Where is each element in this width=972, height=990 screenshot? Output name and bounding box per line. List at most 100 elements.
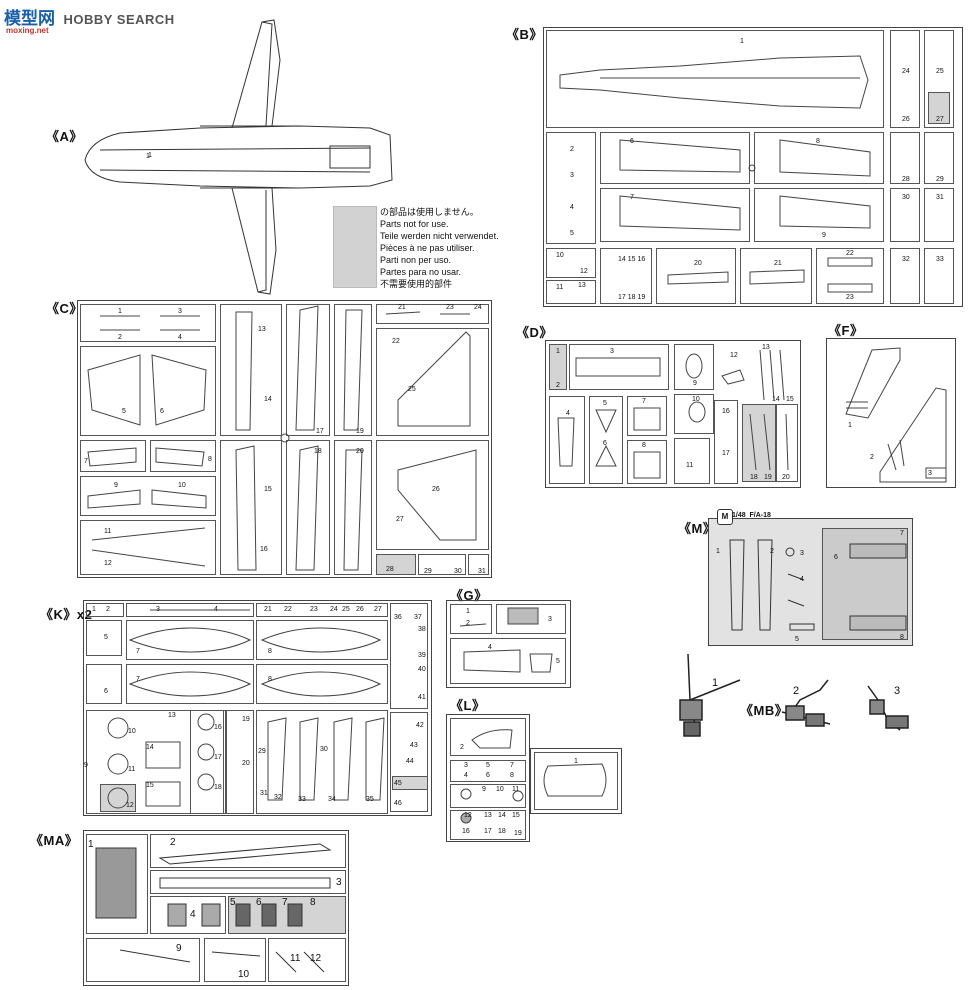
sprue-k-cell-19-20 (226, 710, 254, 814)
sprue-ma-part-4: 4 (190, 909, 196, 920)
sprue-k-cell-36-41 (390, 603, 428, 709)
sprue-d-part-10: 10 (692, 396, 700, 403)
sprue-k-part-3: 3 (156, 606, 160, 613)
sprue-b-cell-14-19 (600, 248, 652, 304)
sprue-c-part-27: 27 (396, 516, 404, 523)
sprue-b-cell-10-12 (546, 248, 596, 278)
sprue-k-part-36: 36 (394, 614, 402, 621)
sprue-k-part-14: 14 (146, 744, 154, 751)
sprue-mb-part-2: 2 (793, 685, 800, 697)
sprue-d-cell-1-2-shaded (549, 344, 567, 390)
sprue-c-cell-1-4 (80, 304, 216, 342)
sprue-m-part-3: 3 (800, 550, 804, 557)
sprue-c-part-8: 8 (208, 456, 212, 463)
sprue-k-part-33: 33 (298, 796, 306, 803)
sprue-b-cell-31 (924, 188, 954, 242)
sprue-b-cell-30 (890, 188, 920, 242)
sprue-g-part-4: 4 (488, 644, 492, 651)
sprue-b-part-2: 2 (570, 146, 574, 153)
sprue-c-cell-15-16 (220, 440, 282, 575)
sprue-d-part-4: 4 (566, 410, 570, 417)
legend-line-zh: 不需要使用的部件 (380, 279, 453, 289)
sprue-k-part-40: 40 (418, 666, 426, 673)
sprue-c-cell-22-25 (376, 328, 489, 436)
sprue-d-cell-4 (549, 396, 585, 484)
sprue-l-cell-9-11 (450, 784, 526, 808)
sprue-k-part-46: 46 (394, 800, 402, 807)
sprue-l-part-9: 9 (482, 786, 486, 793)
sprue-g-cell-3 (496, 604, 566, 634)
sprue-b-part-27: 27 (936, 116, 944, 123)
legend-line-en: Parts not for use. (380, 219, 449, 229)
sprue-k-cell-7b (126, 664, 254, 704)
sprue-k-cell-45-shaded (392, 776, 428, 790)
sprue-b-part-21: 21 (774, 260, 782, 267)
sprue-label-f: 《F》 (828, 323, 864, 338)
sprue-l-part-17: 17 (484, 828, 492, 835)
sprue-ma-part-6: 6 (256, 897, 262, 908)
sprue-b-part-7: 7 (630, 194, 634, 201)
sprue-b-cell-fuselage (546, 30, 884, 128)
sprue-b-cell-24-26 (890, 30, 920, 128)
sprue-k-part-20: 20 (242, 760, 250, 767)
sprue-k-part-1: 1 (92, 606, 96, 613)
sprue-b-part-11: 11 (556, 284, 564, 291)
sprue-k-part-11: 11 (128, 766, 136, 773)
sprue-c-part-7: 7 (84, 458, 88, 465)
sprue-ma-part-7: 7 (282, 897, 288, 908)
sprue-label-ma: 《MA》 (30, 833, 79, 848)
sprue-l-part-19: 19 (514, 830, 522, 837)
sprue-b-part-24: 24 (902, 68, 910, 75)
sprue-k-part-18: 18 (214, 784, 222, 791)
sprue-d-frame (545, 340, 801, 488)
sprue-m-part-7: 7 (900, 530, 904, 537)
legend-line-de: Teile werden nicht verwendet. (380, 231, 499, 241)
sprue-c-part-6: 6 (160, 408, 164, 415)
sprue-c-part-18: 18 (314, 448, 322, 455)
sprue-l-part-7: 7 (510, 762, 514, 769)
sprue-g-cell-1-2 (450, 604, 492, 634)
sprue-c-cell-5-6 (80, 346, 216, 436)
sprue-l-part-12: 12 (464, 812, 472, 819)
sprue-l-part-1: 1 (574, 758, 578, 765)
sprue-g-part-5: 5 (556, 658, 560, 665)
sprue-d-cell-16-17 (714, 400, 738, 484)
sprue-d-part-8: 8 (642, 442, 646, 449)
sprue-k-part-42: 42 (416, 722, 424, 729)
sprue-k-part-22: 22 (284, 606, 292, 613)
sprue-c-cell-28-shaded (376, 554, 416, 575)
sprue-c-part-21: 21 (398, 304, 406, 311)
sprue-b-part-8: 8 (816, 138, 820, 145)
sprue-b-part-22: 22 (846, 250, 854, 257)
sprue-k-part-24: 24 (330, 606, 338, 613)
legend-line-fr: Pièces à ne pas utiliser. (380, 243, 475, 253)
sprue-d-cell-20 (776, 404, 798, 482)
sprue-k-part-44: 44 (406, 758, 414, 765)
sprue-b-part-25: 25 (936, 68, 944, 75)
sprue-k-part-35: 35 (366, 796, 374, 803)
sprue-d-part-11: 11 (686, 462, 694, 469)
sprue-d-part-16: 16 (722, 408, 730, 415)
sprue-k-part-8b: 8 (268, 676, 272, 683)
sprue-c-cell-21-24 (376, 304, 489, 324)
sprue-k-part-23: 23 (310, 606, 318, 613)
sprue-l-part-2: 2 (460, 744, 464, 751)
sprue-c-part-5: 5 (122, 408, 126, 415)
sprue-ma-cell-1 (86, 834, 148, 934)
sprue-c-cell-29-30 (418, 554, 466, 575)
sprue-g-cell-4-5 (450, 638, 566, 684)
sprue-c-part-23: 23 (446, 304, 454, 311)
sprue-m-part-1: 1 (716, 548, 720, 555)
sprue-c-cell-13-14 (220, 304, 282, 436)
sprue-ma-part-3: 3 (336, 877, 342, 888)
sprue-l-part-16: 16 (462, 828, 470, 835)
sprue-b-part-6: 6 (630, 138, 634, 145)
sprue-c-part-26: 26 (432, 486, 440, 493)
sprue-f-part-1: 1 (848, 422, 852, 429)
sprue-k-part-7a: 7 (136, 648, 140, 655)
